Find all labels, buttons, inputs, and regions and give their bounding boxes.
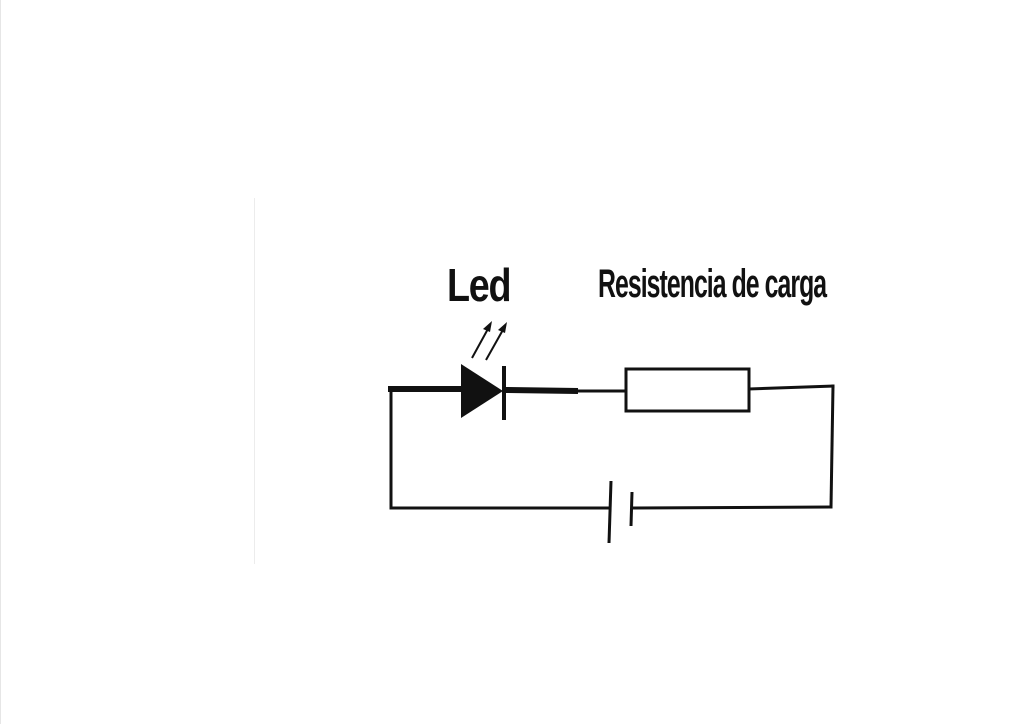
wire-bottom-right <box>630 505 833 510</box>
led-label: Led <box>447 259 512 311</box>
battery-symbol <box>607 480 634 544</box>
page-edge <box>0 0 1 724</box>
emission-arrow-1 <box>471 326 490 359</box>
wire-resistor-right <box>747 384 835 391</box>
battery-long-plate <box>607 480 613 544</box>
resistor-label: Resistencia de carga <box>598 262 827 306</box>
emission-arrow-2 <box>485 327 505 361</box>
wire-right <box>829 384 835 509</box>
led-triangle <box>461 364 503 418</box>
emission-arrowhead-2 <box>498 322 507 333</box>
light-emission-arrows <box>471 321 507 361</box>
led-symbol <box>461 364 506 420</box>
battery-short-plate <box>629 491 634 527</box>
emission-arrowhead-1 <box>483 321 492 332</box>
wire-led-out <box>501 386 579 395</box>
wires <box>388 384 835 510</box>
resistor-symbol <box>624 367 751 413</box>
divider-line <box>254 198 255 564</box>
